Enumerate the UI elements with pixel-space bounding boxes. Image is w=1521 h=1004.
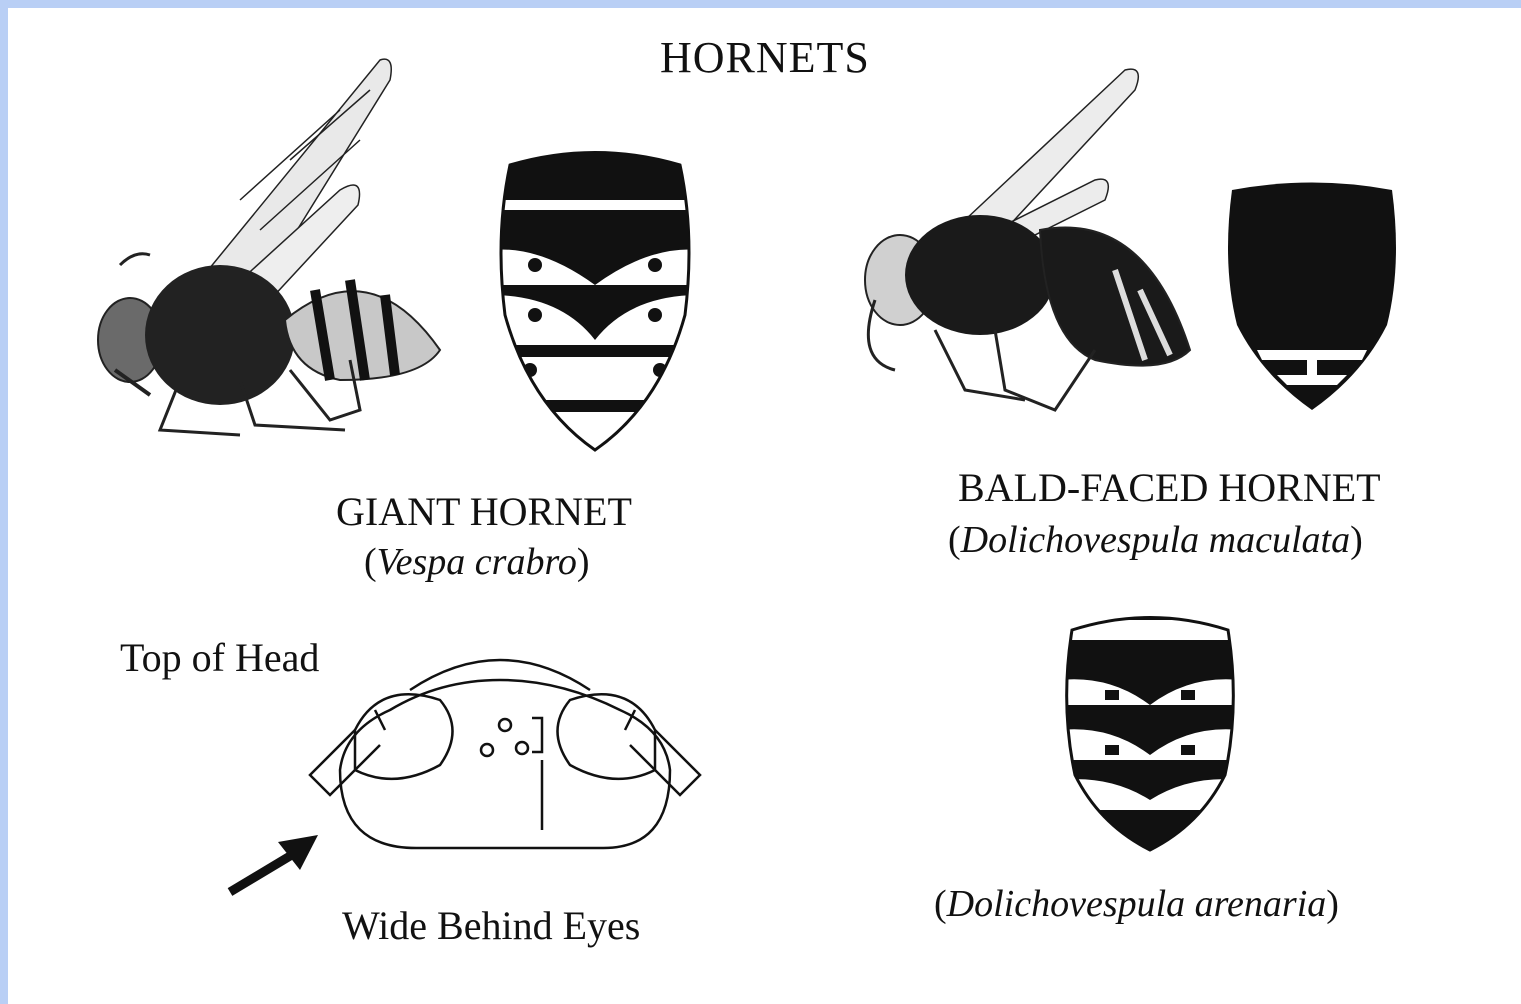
top-of-head-caption: Top of Head [120,634,319,681]
giant-hornet-illustration [90,50,460,450]
bald-faced-hornet-scientific-name: (Dolichovespula maculata) [948,518,1363,562]
head-top-view-diagram [300,640,710,860]
bald-faced-hornet-abdomen-pattern [1222,175,1402,415]
arenaria-scientific-name: (Dolichovespula arenaria) [934,882,1339,926]
giant-hornet-scientific-name: (Vespa crabro) [364,540,590,584]
bald-faced-hornet-illustration [855,60,1200,415]
diagram-title: HORNETS [660,32,870,83]
bald-faced-hornet-common-name: BALD-FACED HORNET [958,464,1381,511]
giant-hornet-common-name: GIANT HORNET [336,488,632,535]
arenaria-abdomen-pattern [1060,605,1240,855]
wide-behind-eyes-arrow [220,820,330,905]
wide-behind-eyes-label: Wide Behind Eyes [342,902,640,949]
giant-hornet-abdomen-pattern [490,145,700,460]
